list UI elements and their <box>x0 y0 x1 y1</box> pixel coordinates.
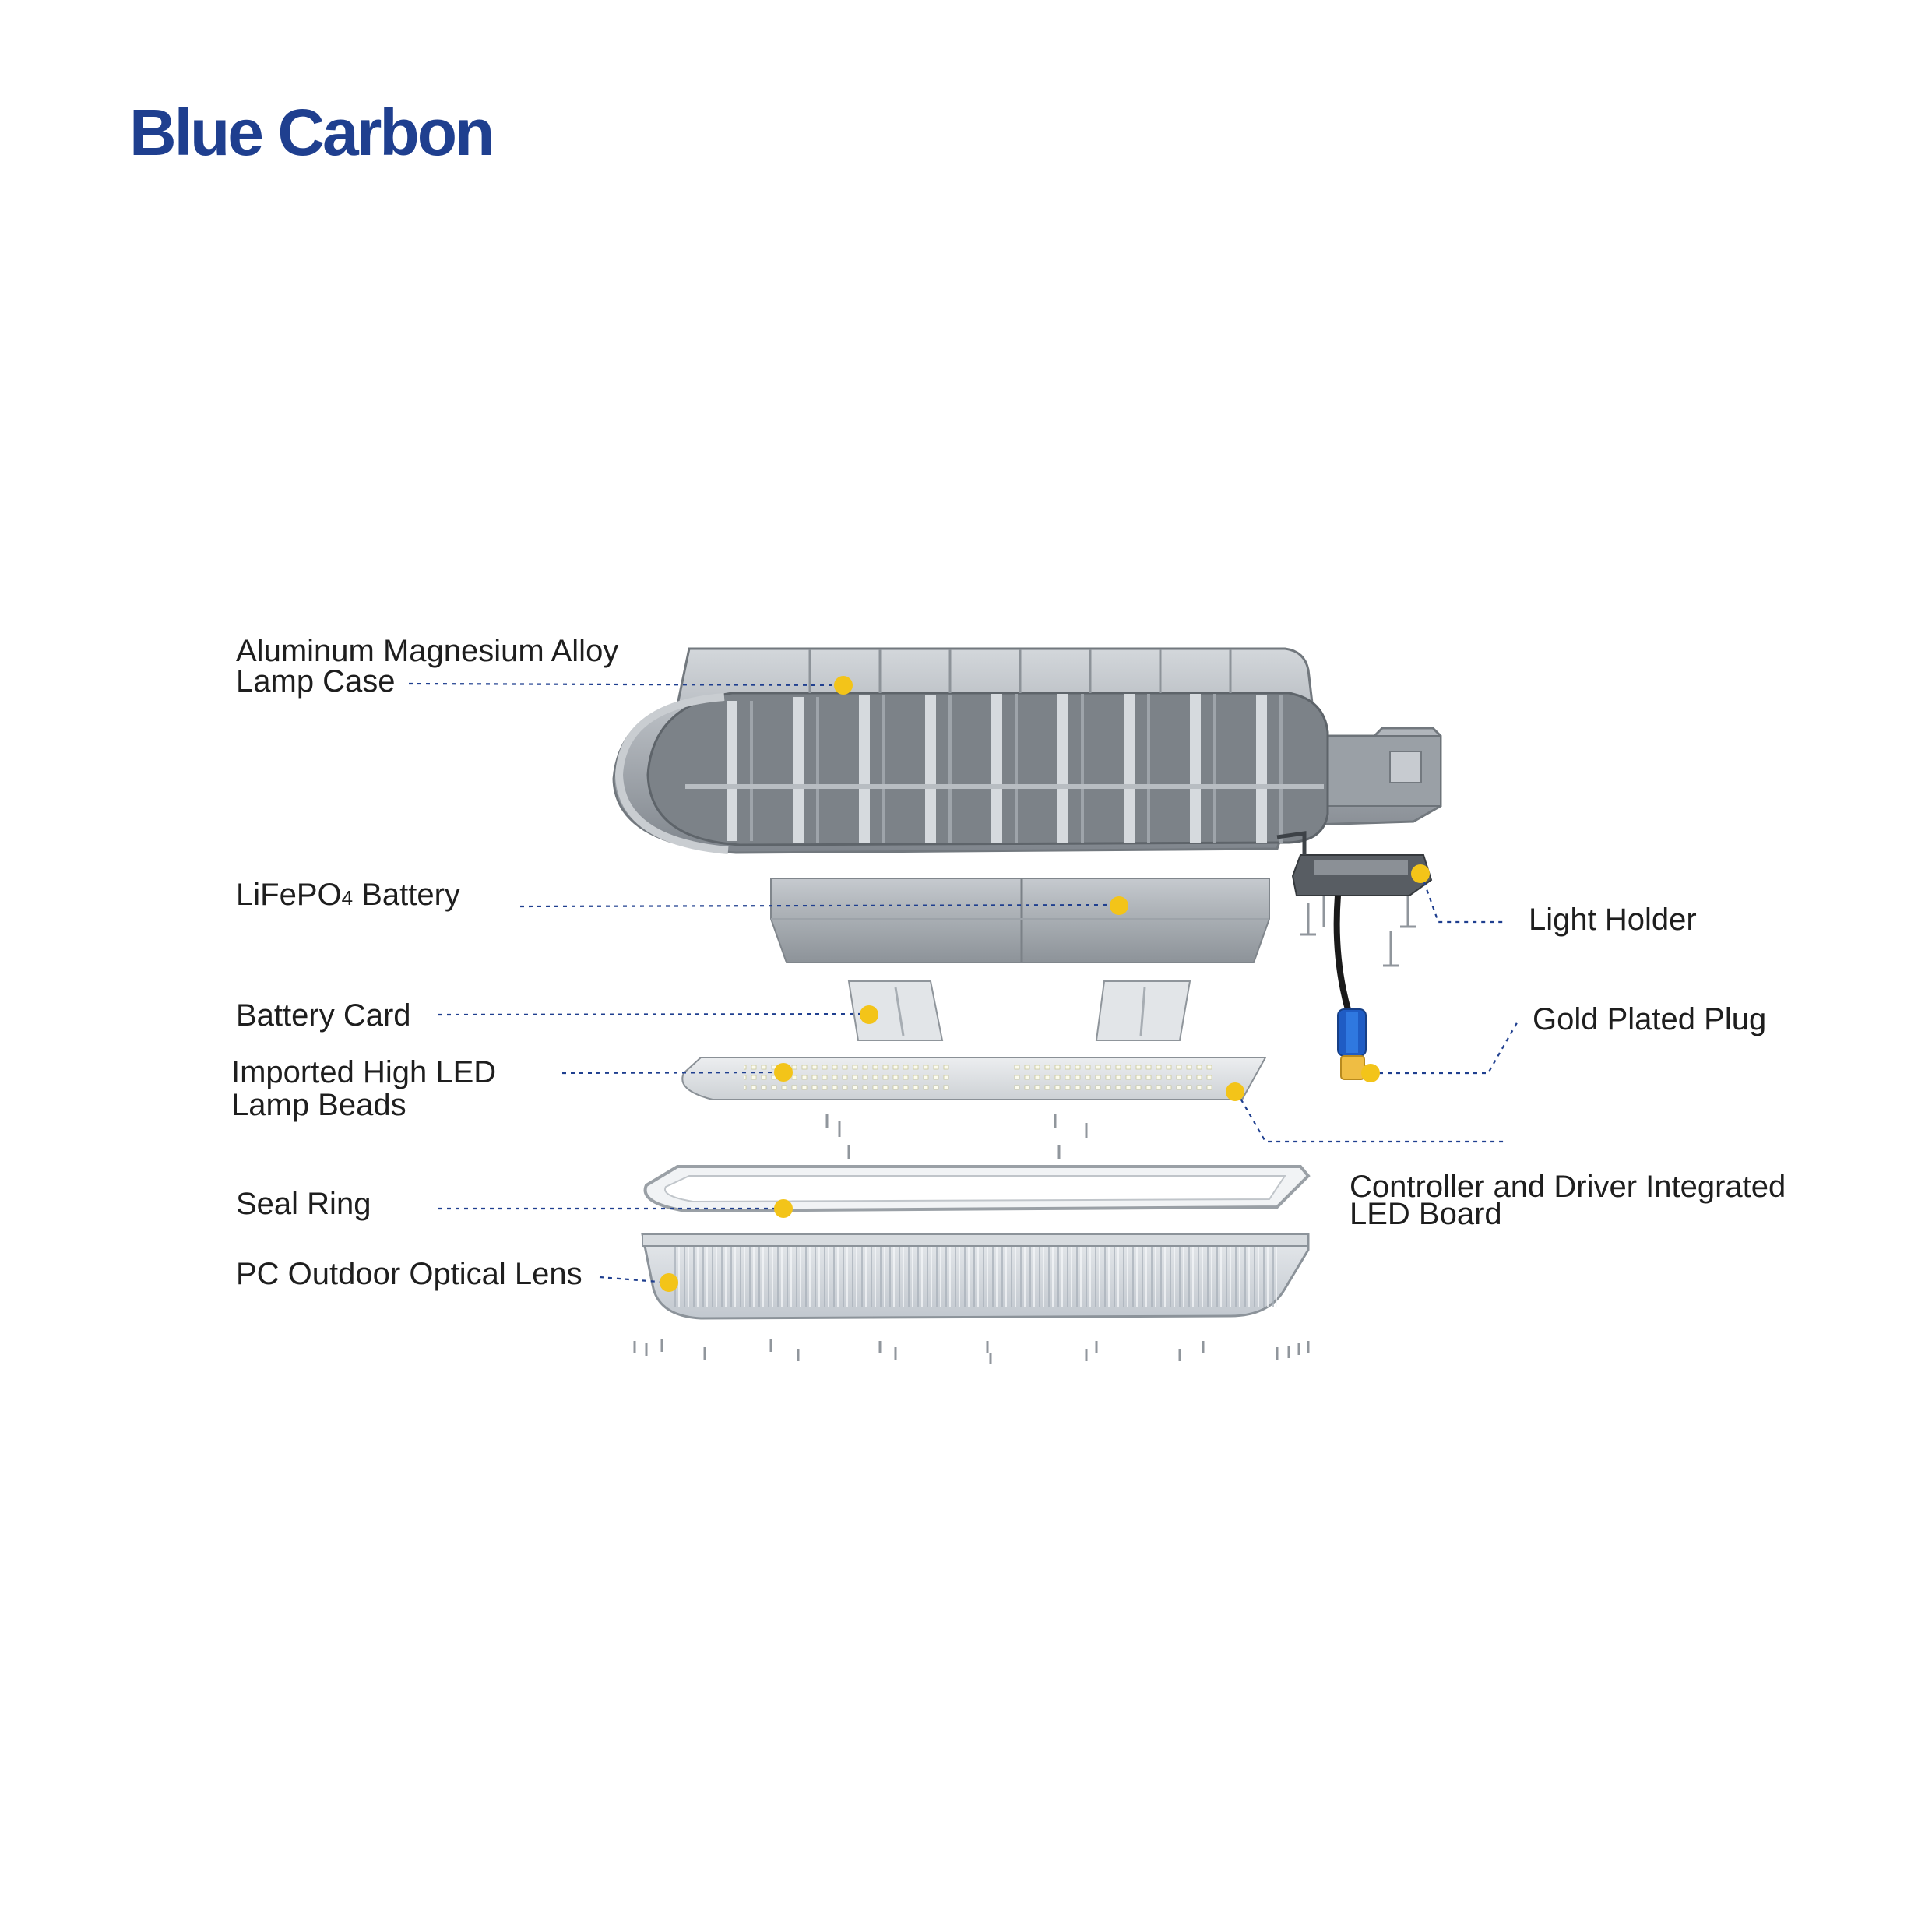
leader-line-lamp-case <box>408 682 843 687</box>
lamp-case-part <box>612 647 1442 854</box>
leader-line-gold-plug <box>1371 1019 1519 1075</box>
leader-line-controller <box>1236 1091 1507 1143</box>
label-lamp-case-line1: Aluminum Magnesium Alloy <box>236 634 619 668</box>
cable-part <box>1333 895 1352 1014</box>
leader-line-led-beads <box>561 1071 783 1075</box>
marker-dot-led-beads <box>774 1063 793 1082</box>
battery-card-part <box>847 980 1191 1041</box>
label-battery-prefix: LiFePO <box>236 878 342 912</box>
leader-line-light-holder <box>1420 873 1507 924</box>
leader-line-battery-card <box>438 1012 869 1016</box>
light-holder-part <box>1276 831 1433 896</box>
marker-dot-lamp-case <box>834 676 853 695</box>
label-led-beads-line1: Imported High LED <box>231 1055 497 1089</box>
label-battery: LiFePO4 Battery <box>236 878 460 912</box>
label-seal-ring: Seal Ring <box>236 1187 371 1221</box>
marker-dot-battery-card <box>860 1005 878 1024</box>
marker-dot-light-holder <box>1411 864 1430 883</box>
label-controller: Controller and Driver Integrated LED Boa… <box>1350 1170 1786 1231</box>
seal-ring-part <box>643 1165 1311 1213</box>
label-led-beads-line2: Lamp Beads <box>231 1088 406 1123</box>
led-board-part <box>681 1057 1267 1100</box>
label-controller-line1: Controller and Driver Integrated <box>1350 1170 1786 1204</box>
marker-dot-controller <box>1226 1082 1244 1101</box>
marker-dots <box>660 676 1430 1292</box>
label-battery-card: Battery Card <box>236 998 411 1033</box>
label-optical-lens: PC Outdoor Optical Lens <box>236 1257 582 1291</box>
label-light-holder: Light Holder <box>1529 903 1697 937</box>
leader-lines <box>408 682 1519 1284</box>
label-lamp-case-line2: Lamp Case <box>236 664 396 699</box>
label-lamp-case: Aluminum Magnesium Alloy Lamp Case <box>236 634 619 699</box>
label-controller-line2: LED Board <box>1350 1197 1502 1232</box>
optical-lens-part <box>641 1233 1310 1320</box>
leader-line-optical-lens <box>599 1276 669 1284</box>
label-gold-plug: Gold Plated Plug <box>1533 1002 1767 1036</box>
label-led-beads: Imported High LED Lamp Beads <box>231 1055 497 1123</box>
battery-part <box>770 878 1270 963</box>
marker-dot-optical-lens <box>660 1273 678 1292</box>
marker-dot-seal-ring <box>774 1199 793 1218</box>
screws <box>633 896 1416 1364</box>
label-battery-suffix: Battery <box>353 878 460 912</box>
brand-logo: Blue Carbon <box>129 96 494 169</box>
marker-dot-gold-plug <box>1361 1064 1380 1082</box>
gold-plug-part <box>1337 1008 1367 1080</box>
label-battery-subscript: 4 <box>341 886 354 910</box>
marker-dot-battery <box>1110 896 1128 915</box>
